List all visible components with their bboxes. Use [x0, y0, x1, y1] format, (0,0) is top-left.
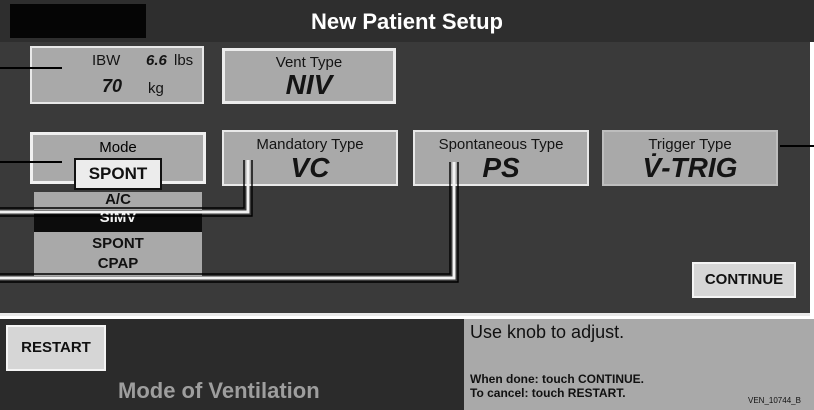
mode-label: Mode	[99, 139, 137, 156]
trigger-type-button[interactable]: Trigger Type V̇-TRIG	[602, 130, 778, 186]
mode-option-spont-cpap[interactable]: SPONT CPAP	[34, 232, 202, 276]
help-cancel-text: To cancel: touch RESTART.	[470, 386, 626, 400]
vent-type-label: Vent Type	[275, 54, 343, 71]
help-done-text: When done: touch CONTINUE.	[470, 372, 644, 386]
trigger-type-label: Trigger Type	[648, 136, 732, 153]
mode-option-spont: SPONT	[92, 235, 144, 252]
mode-selected-value[interactable]: SPONT	[74, 158, 162, 190]
help-panel	[464, 319, 814, 410]
spontaneous-type-value: PS	[482, 152, 520, 183]
footer-caption: Mode of Ventilation	[118, 378, 320, 403]
ibw-lbs-unit: lbs	[174, 52, 194, 69]
ibw-kg-unit: kg	[148, 80, 164, 97]
ibw-lbs-value: 6.6	[146, 52, 167, 69]
ibw-button[interactable]: IBW 6.6 lbs 70 kg	[30, 46, 204, 104]
mandatory-type-label: Mandatory Type	[256, 136, 364, 153]
spontaneous-type-button[interactable]: Spontaneous Type PS	[413, 130, 589, 186]
mode-option-cpap: CPAP	[97, 255, 139, 272]
mandatory-type-value: VC	[290, 152, 330, 183]
continue-button[interactable]: CONTINUE	[692, 262, 796, 298]
ibw-label: IBW	[92, 52, 121, 69]
trigger-type-value: V̇-TRIG	[642, 152, 738, 183]
help-hint: Use knob to adjust.	[470, 322, 625, 342]
ibw-kg-value: 70	[102, 76, 123, 96]
vent-type-value: NIV	[285, 69, 333, 100]
spontaneous-type-label: Spontaneous Type	[438, 136, 564, 153]
redacted-logo-block	[10, 4, 146, 38]
page-title: New Patient Setup	[311, 9, 503, 34]
vent-type-button[interactable]: Vent Type NIV	[222, 48, 396, 104]
mode-option-ac[interactable]: A/C	[34, 192, 202, 210]
figure-id: VEN_10744_B	[748, 396, 801, 405]
restart-button[interactable]: RESTART	[6, 325, 106, 371]
